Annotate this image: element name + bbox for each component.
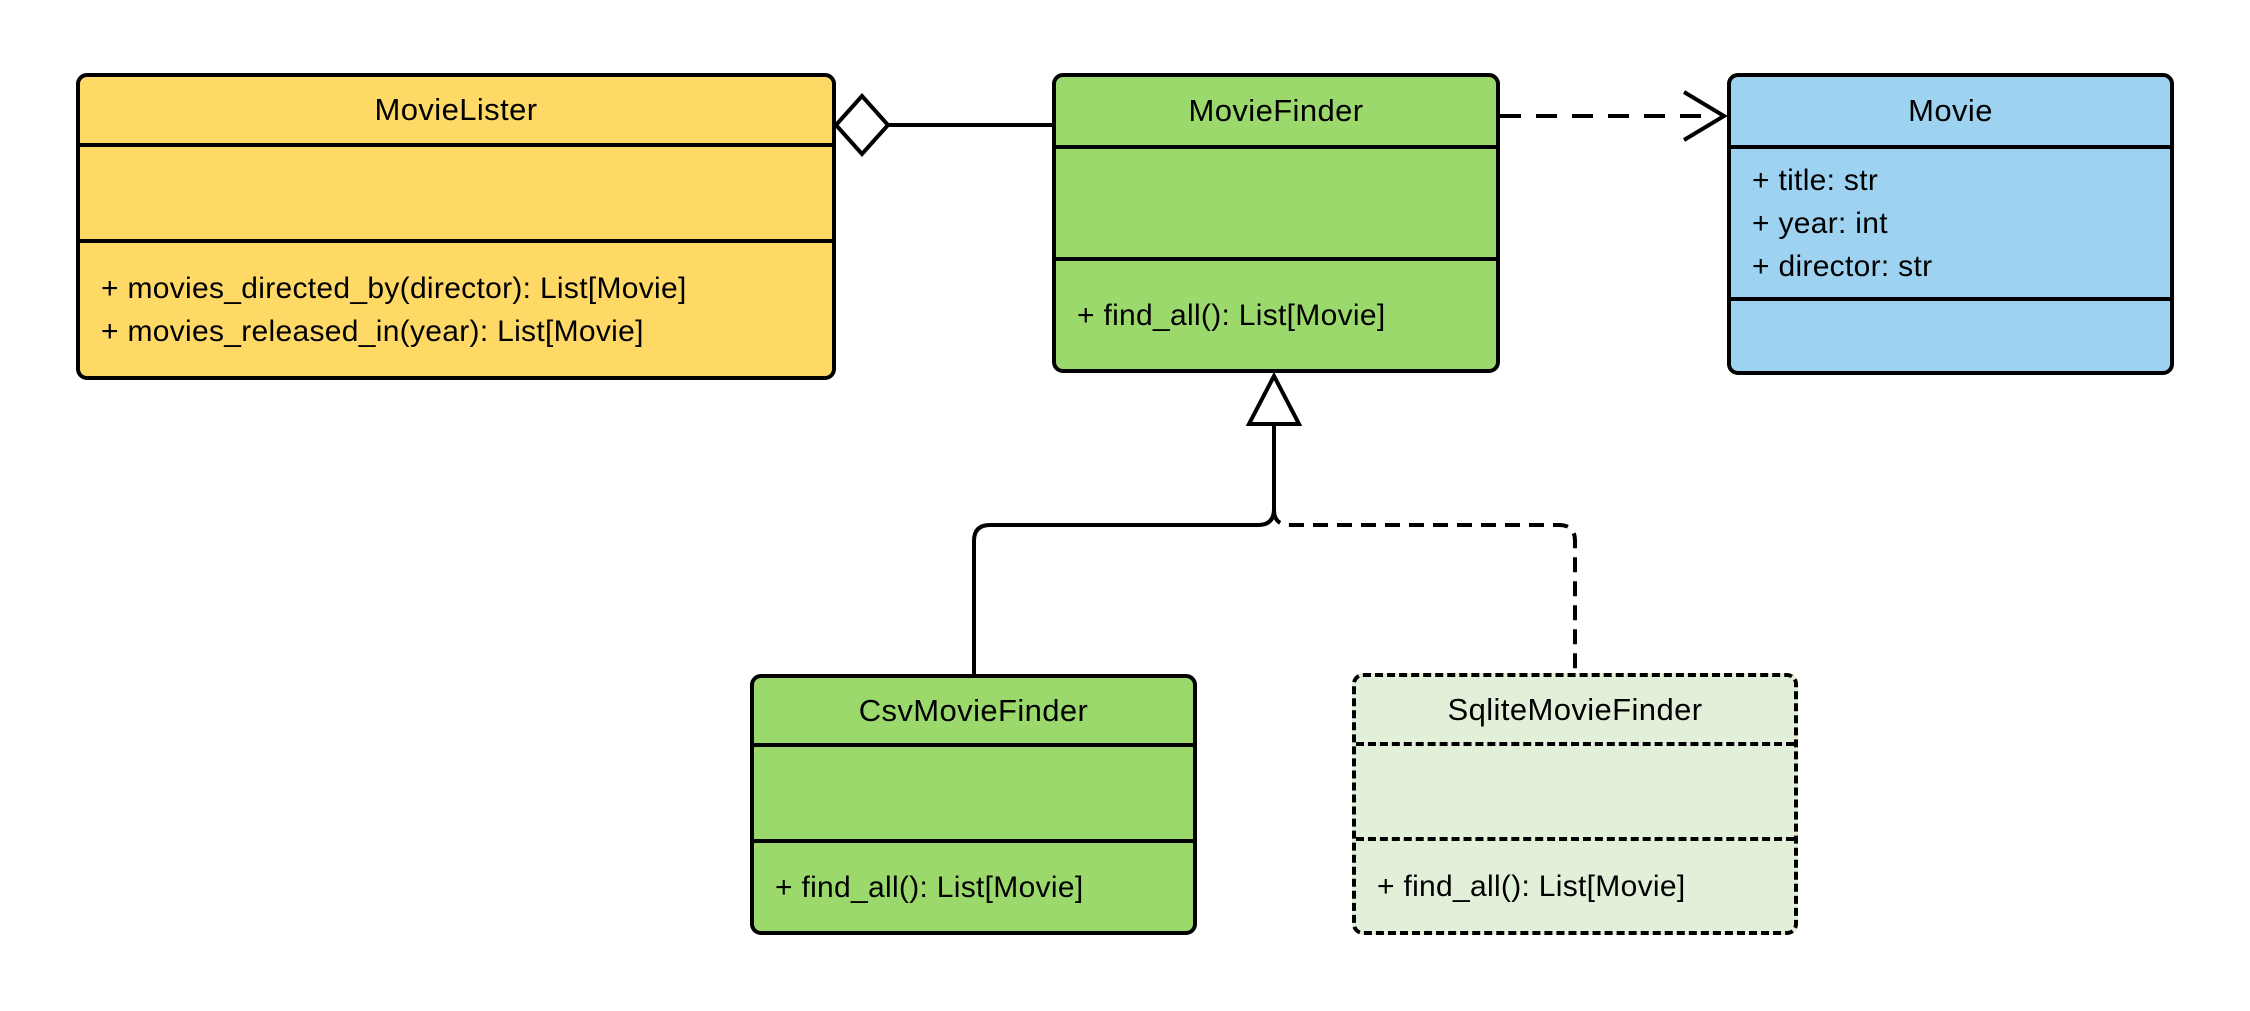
aggregation-diamond-icon <box>833 93 891 157</box>
class-title: MovieLister <box>374 92 538 127</box>
class-methods-section: + find_all(): List[Movie] <box>754 839 1193 931</box>
class-attribute: + director: str <box>1752 249 1933 283</box>
class-methods-section: + movies_directed_by(director): List[Mov… <box>80 239 832 376</box>
dependency-open-arrowhead-icon <box>1682 90 1728 142</box>
class-attribute: + year: int <box>1752 206 1888 240</box>
aggregation-edge-movielister-moviefinder[interactable] <box>833 93 1052 157</box>
class-method: + find_all(): List[Movie] <box>1077 298 1386 332</box>
class-attributes-section <box>754 743 1193 839</box>
class-moviefinder[interactable]: MovieFinder + find_all(): List[Movie] <box>1052 73 1500 373</box>
class-title: SqliteMovieFinder <box>1447 691 1703 727</box>
class-methods-section <box>1731 297 2170 371</box>
class-attributes-section <box>1356 742 1794 837</box>
class-title: Movie <box>1908 93 1993 128</box>
inheritance-triangle-icon <box>1245 371 1303 426</box>
class-attribute: + title: str <box>1752 163 1879 197</box>
inheritance-edge-csvmoviefinder-moviefinder[interactable] <box>972 371 1303 674</box>
dependency-edge-moviefinder-movie[interactable] <box>1500 90 1728 142</box>
class-movielister[interactable]: MovieLister + movies_directed_by(directo… <box>76 73 836 380</box>
class-method: + movies_released_in(year): List[Movie] <box>101 314 644 348</box>
class-methods-section: + find_all(): List[Movie] <box>1056 257 1496 369</box>
class-attributes-section <box>1056 145 1496 257</box>
class-movie[interactable]: Movie + title: str + year: int + directo… <box>1727 73 2174 375</box>
class-method: + find_all(): List[Movie] <box>1377 869 1686 903</box>
class-method: + find_all(): List[Movie] <box>775 870 1084 904</box>
class-method: + movies_directed_by(director): List[Mov… <box>101 271 687 305</box>
class-sqlitemoviefinder[interactable]: SqliteMovieFinder + find_all(): List[Mov… <box>1352 673 1798 935</box>
class-attributes-section: + title: str + year: int + director: str <box>1731 145 2170 297</box>
class-title: MovieFinder <box>1188 93 1364 128</box>
inheritance-edge-sqlitemoviefinder-moviefinder[interactable] <box>1272 509 1577 673</box>
class-methods-section: + find_all(): List[Movie] <box>1356 837 1794 931</box>
class-attributes-section <box>80 143 832 239</box>
class-title: CsvMovieFinder <box>858 692 1089 728</box>
class-csvmoviefinder[interactable]: CsvMovieFinder + find_all(): List[Movie] <box>750 674 1197 935</box>
